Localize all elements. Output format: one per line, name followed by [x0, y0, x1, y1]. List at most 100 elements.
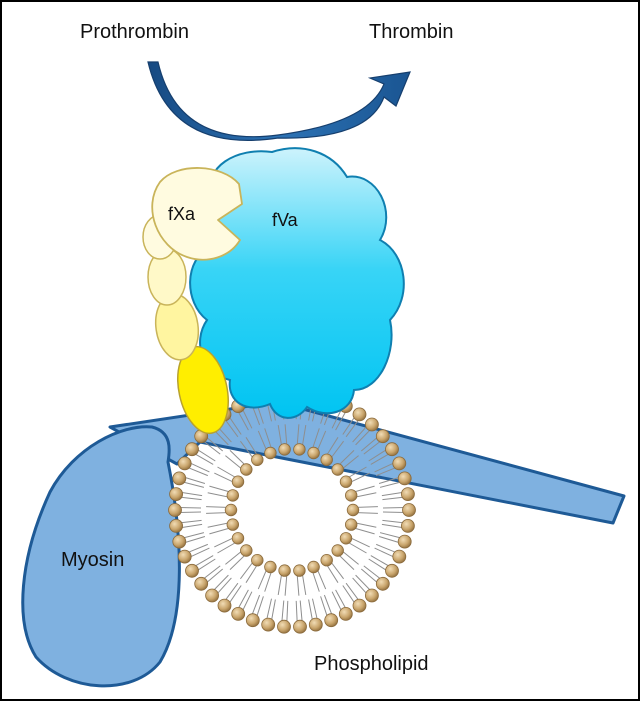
lipid-tail [225, 455, 243, 470]
lipid-head [172, 534, 187, 549]
lipid-tail [270, 599, 276, 622]
lipid-head [240, 544, 253, 557]
lipid-tail [286, 600, 289, 623]
lipid-tail [237, 589, 249, 610]
lipid-tail [202, 565, 221, 580]
lipid-tail [368, 558, 388, 572]
lipid-tail [284, 424, 288, 446]
lipid-tail [381, 491, 404, 497]
lipid-tail [178, 511, 202, 513]
lipid-tail [217, 466, 236, 478]
lipid-tail [360, 568, 379, 584]
lipid-head [224, 503, 238, 517]
lipid-tail [348, 542, 367, 554]
lipid-tail [378, 476, 401, 484]
lipid-tail [256, 596, 264, 618]
lipid-tail [179, 496, 202, 501]
fxa-label: fXa [168, 204, 196, 224]
lipid-tail [335, 589, 347, 610]
lipid-head [177, 456, 192, 471]
lipid-head [231, 475, 245, 488]
lipid-head [385, 563, 399, 578]
lipid-tail [205, 436, 224, 452]
lipid-head [169, 487, 184, 502]
lipid-tail [382, 507, 406, 509]
lipid-tail [345, 418, 360, 438]
lipid-tail [326, 437, 339, 456]
lipid-tail [196, 448, 216, 462]
lipid-head [397, 471, 412, 486]
lipid-tail [178, 507, 202, 509]
lipid-head [168, 503, 182, 517]
lipid-tail [363, 565, 382, 580]
lipid-tail [207, 522, 229, 528]
lipid-head [231, 607, 246, 621]
lipid-head [251, 554, 264, 567]
lipid-tail [342, 416, 356, 435]
lipid-tail [266, 598, 272, 621]
lipid-head [402, 503, 416, 517]
lipid-tail [312, 428, 320, 449]
lipid-tail [330, 561, 345, 580]
lipid-head [307, 446, 320, 460]
lipid-head [251, 453, 264, 467]
thrombin-label: Thrombin [369, 21, 453, 43]
lipid-head [352, 598, 367, 613]
lipid-head [226, 518, 240, 531]
lipid-tail [355, 492, 377, 498]
lipid-head [245, 613, 260, 628]
lipid-tail [381, 523, 404, 529]
lipid-tail [323, 594, 333, 616]
lipid-tail [241, 408, 253, 429]
lipid-head [240, 463, 253, 476]
lipid-tail [376, 466, 397, 477]
lipid-head [185, 442, 199, 457]
lipid-tail [209, 527, 230, 535]
lipid-tail [374, 462, 395, 473]
lipid-tail [209, 485, 230, 493]
lipid-tail [342, 585, 356, 604]
lipid-tail [379, 532, 402, 539]
lipid-head [346, 503, 360, 517]
lipid-tail [301, 425, 307, 446]
fva-protein [189, 147, 405, 419]
lipid-tail [350, 537, 370, 548]
lipid-head [172, 471, 187, 486]
lipid-tail [296, 424, 300, 446]
lipid-tail [331, 591, 343, 612]
lipid-head [293, 619, 307, 634]
lipid-tail [382, 511, 406, 513]
lipid-head [231, 532, 245, 545]
lipid-tail [277, 574, 283, 595]
lipid-tail [183, 476, 206, 484]
lipid-head [320, 453, 333, 467]
lipid-tail [352, 425, 368, 443]
lipid-tail [214, 472, 234, 483]
lipid-tail [239, 561, 254, 580]
lipid-head [217, 598, 232, 613]
lipid-tail [341, 455, 359, 470]
lipid-tail [338, 450, 355, 466]
lipid-tail [196, 558, 216, 572]
lipid-tail [348, 466, 367, 478]
lipid-tail [356, 506, 378, 508]
lipid-head [364, 417, 379, 432]
lipid-head [324, 613, 339, 628]
lipid-inner-heads [224, 443, 360, 577]
lipid-tail [277, 425, 283, 446]
lipid-tail [368, 448, 388, 462]
lipid-tail [284, 574, 288, 596]
lipid-tail [356, 512, 378, 514]
lipid-tail [251, 594, 261, 616]
lipid-tail [189, 462, 210, 473]
lipid-tail [225, 550, 243, 565]
lipid-tail [245, 437, 258, 456]
lipid-head [400, 519, 415, 533]
lipid-tail [296, 574, 300, 596]
lipid-tail [264, 428, 272, 449]
lipid-tail [370, 452, 391, 465]
lipid-tail [308, 599, 314, 622]
lipid-tail [352, 577, 368, 595]
lipid-head [185, 563, 199, 578]
